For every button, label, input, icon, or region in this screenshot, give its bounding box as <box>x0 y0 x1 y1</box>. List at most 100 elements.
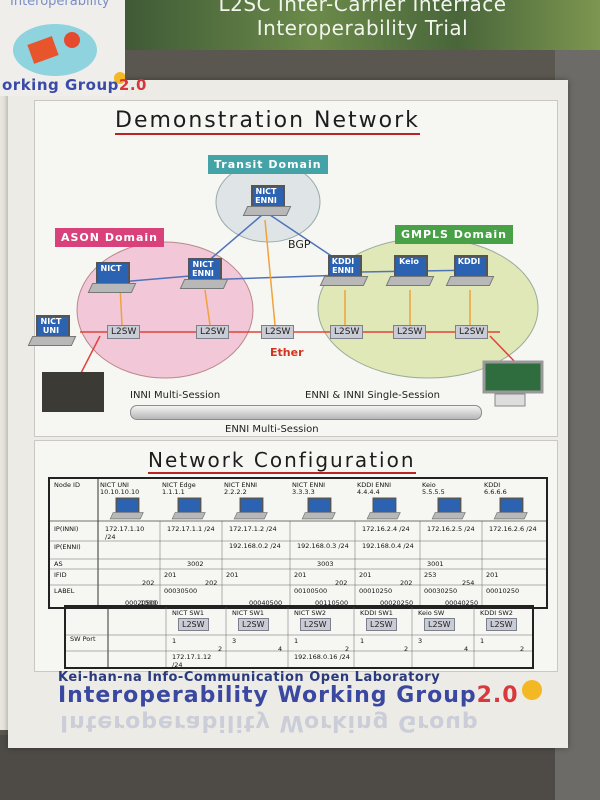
ip-inni: 172.17.1.2 /24 <box>229 525 277 533</box>
gmpls-domain-label: GMPLS Domain <box>395 225 513 244</box>
switch-name: KDDI SW2 <box>480 609 513 617</box>
link-nict-ason-enni <box>119 275 191 283</box>
top-banner <box>125 0 600 50</box>
node-label: NICT ENNI <box>255 187 277 205</box>
node-id: 3.3.3.3 <box>292 488 315 496</box>
row-header-as: AS <box>54 560 63 568</box>
ip-inni: 172.16.2.6 /24 <box>489 525 537 533</box>
footer-version: 2.0 <box>476 683 519 708</box>
top-logo-working: orking Group <box>2 76 119 94</box>
ip-inni: 172.16.2.5 /24 <box>427 525 475 533</box>
ifid-value: 201 <box>294 571 307 579</box>
as-value: 3001 <box>427 560 444 568</box>
laptop-base-icon <box>242 206 292 216</box>
switch-badge: L2SW <box>178 618 209 631</box>
ifid-value: 201 <box>164 571 177 579</box>
switch-name: Keio SW <box>418 609 445 617</box>
logo-dot-icon <box>64 32 80 48</box>
laptop-nict: NICT <box>87 262 137 293</box>
row-header-ip-enni: IP(ENNI) <box>54 543 81 551</box>
logo-sun-icon <box>114 72 126 84</box>
row-header-label: LABEL <box>54 587 75 595</box>
label-value: 00100500 <box>294 587 328 595</box>
inni-multi-label: INNI Multi-Session <box>130 390 221 401</box>
ifid-value: 201 <box>486 571 499 579</box>
monitor-icon <box>482 360 544 394</box>
laptop-base-icon <box>319 276 369 286</box>
switch-table: SW Port NICT SW1 L2SW 1 2 172.17.1.12 /2… <box>64 605 534 669</box>
banner-title: L2SC Inter-Carrier Interface Interoperab… <box>125 0 600 40</box>
extra-value: 202 <box>400 579 413 587</box>
node-id: 2.2.2.2 <box>224 488 247 496</box>
extra-value: 00040250 <box>445 599 479 607</box>
switch-badge: L2SW <box>300 618 331 631</box>
footer-sun-icon <box>522 680 542 700</box>
switch-port: 1 <box>294 637 299 645</box>
ip-enni: 192.168.0.4 /24 <box>362 542 414 550</box>
switch-port: 1 <box>480 637 485 645</box>
switch-port: 1 <box>172 637 177 645</box>
laptop-kddi: KDDI <box>445 255 495 286</box>
table-grid <box>50 479 546 607</box>
switch-port: 4 <box>278 645 283 653</box>
extra-value: 254 <box>462 579 475 587</box>
laptop-icon <box>394 255 428 279</box>
switch-port: 1 <box>360 637 365 645</box>
monitor-stand-icon <box>494 393 526 407</box>
node-label: Keio <box>399 257 419 266</box>
config-table: Node ID IP(INNI) IP(ENNI) AS IFID LABEL … <box>48 477 548 609</box>
switch-name: NICT SW1 <box>232 609 265 617</box>
ip-inni: 172.17.1.10 /24 <box>105 525 145 541</box>
ason-domain-label: ASON Domain <box>55 228 164 247</box>
laptop-icon <box>366 497 401 520</box>
node-name: NICT Edge <box>162 481 196 489</box>
ip-inni: 172.17.1.1 /24 <box>167 525 215 533</box>
laptop-icon <box>301 497 336 520</box>
switch-port: 3 <box>232 637 237 645</box>
as-value: 3002 <box>187 560 204 568</box>
laptop-icon <box>233 497 268 520</box>
l2-switch: L2SW <box>330 325 364 339</box>
laptop-base-icon <box>445 276 495 286</box>
ifid-value: 201 <box>226 571 239 579</box>
laptop-icon <box>109 497 144 520</box>
laptop-keio: Keio <box>385 255 435 286</box>
laptop-ason-enni: NICT ENNI <box>179 258 229 289</box>
switch-name: NICT SW1 <box>172 609 205 617</box>
l2-switch: L2SW <box>107 325 141 339</box>
switch-port: 4 <box>464 645 469 653</box>
row-header-sw-port: SW Port <box>70 635 96 643</box>
label-value: 00010250 <box>359 587 393 595</box>
switch-badge: L2SW <box>366 618 397 631</box>
node-id: 5.5.5.5 <box>422 488 445 496</box>
node-id: 1.1.1.1 <box>162 488 185 496</box>
laptop-icon <box>171 497 206 520</box>
ifid-value: 201 <box>359 571 372 579</box>
enni-inni-single-label: ENNI & INNI Single-Session <box>305 390 440 401</box>
node-id: 4.4.4.4 <box>357 488 380 496</box>
footer-subtitle: Kei-han-na Info-Communication Open Labor… <box>58 670 441 685</box>
row-header-ip-inni: IP(INNI) <box>54 525 79 533</box>
laptop-base-icon <box>179 279 229 289</box>
ip-enni: 192.168.0.2 /24 <box>229 542 281 550</box>
top-logo-cut-text: Interoperability <box>10 0 110 9</box>
l2-switch: L2SW <box>455 325 489 339</box>
extra-value: 202 <box>205 579 218 587</box>
laptop-kddi-enni: KDDI ENNI <box>319 255 369 286</box>
l2-switch: L2SW <box>261 325 295 339</box>
footer-reflection: Interoperability Working Group <box>60 710 479 735</box>
label-value: 00030500 <box>164 587 198 595</box>
link-transit-sw <box>264 219 276 326</box>
footer-title: Interoperability Working Group2.0 <box>58 683 519 708</box>
config-title: Network Configuration <box>148 448 416 474</box>
switch-ip: 192.168.0.16 /24 <box>294 653 350 661</box>
extra-value: 00110500 <box>315 599 349 607</box>
transit-domain-label: Transit Domain <box>208 155 328 174</box>
switch-table-grid <box>66 607 532 667</box>
node-name: KDDI ENNI <box>357 481 392 489</box>
l2-switch: L2SW <box>196 325 230 339</box>
ip-inni: 172.16.2.4 /24 <box>362 525 410 533</box>
node-name: Keio <box>422 481 436 489</box>
laptop-nict-uni: NICT UNI <box>27 315 77 346</box>
label-value: 00030250 <box>424 587 458 595</box>
